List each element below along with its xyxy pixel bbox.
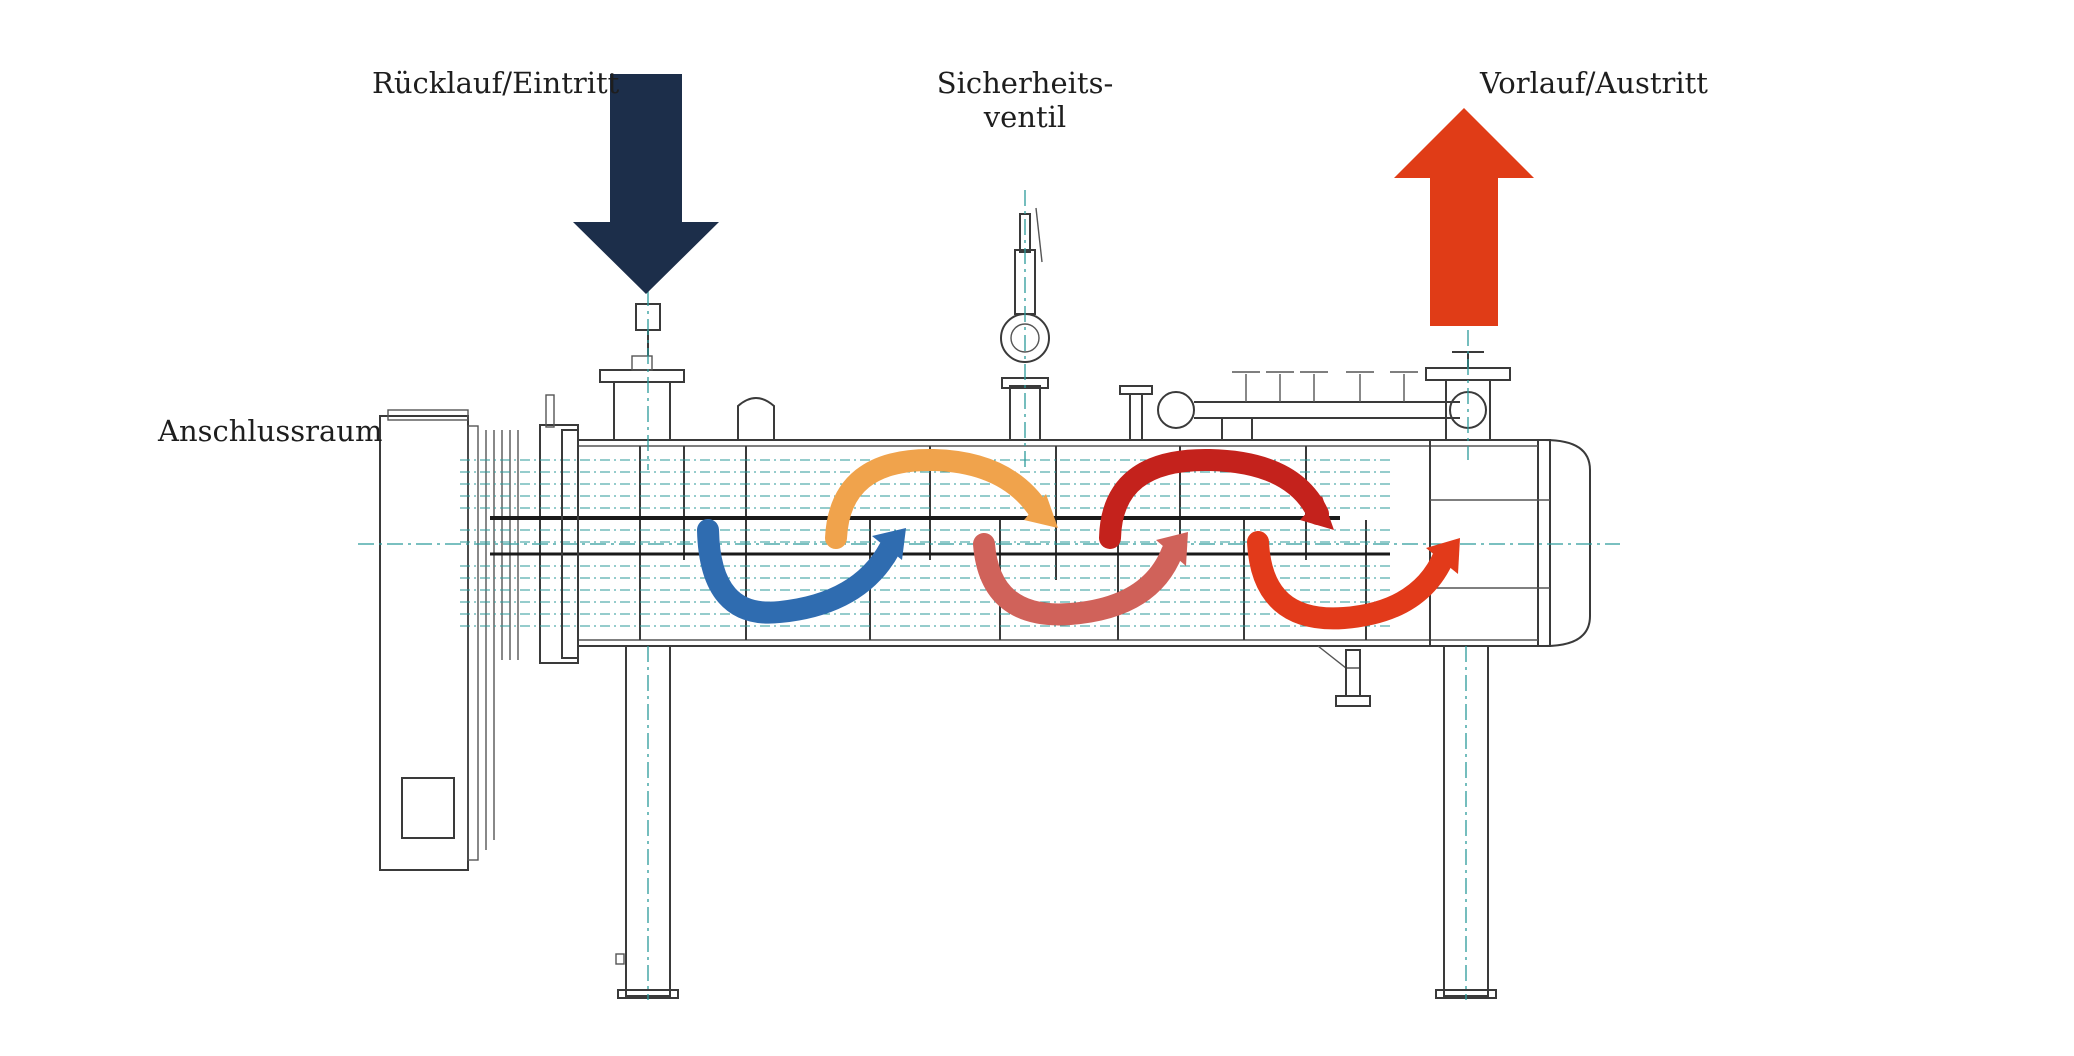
terminal-box [379, 394, 579, 871]
inlet-nozzle [599, 290, 685, 470]
safety-valve-label: Sicherheits- ventil [925, 66, 1125, 134]
pressure-vessel [358, 429, 1620, 659]
flow-outlet-label: Vorlauf/Austritt [1480, 66, 1708, 100]
flow-arrow-red [1247, 531, 1455, 630]
support-legs [615, 645, 1497, 1000]
flow-arrows [697, 448, 1460, 630]
safety-valve [1000, 190, 1050, 470]
arrow-up-icon [1394, 108, 1534, 326]
safety-valve-label-line1: Sicherheits- [936, 66, 1114, 100]
drain-nozzle [1317, 645, 1371, 707]
outlet-manifold [1157, 330, 1511, 460]
vent-nozzle [1119, 385, 1153, 441]
safety-valve-label-line2: ventil [983, 100, 1067, 134]
arrow-down-icon [573, 74, 719, 294]
lifting-lug [737, 397, 775, 440]
return-inlet-label: Rücklauf/Eintritt [372, 66, 620, 100]
terminal-box-label: Anschlussraum [158, 414, 383, 448]
flow-arrow-pink [973, 533, 1183, 626]
flow-arrow-blue [697, 519, 901, 624]
flow-arrow-dark-red [1099, 448, 1329, 549]
flow-arrow-orange [825, 448, 1051, 549]
